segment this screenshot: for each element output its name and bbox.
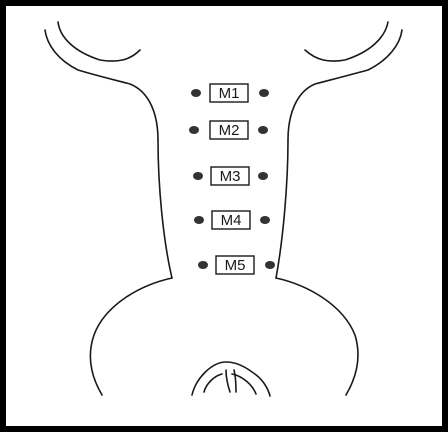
left-dot bbox=[189, 126, 199, 134]
right-dot bbox=[258, 172, 268, 180]
right-dot bbox=[260, 216, 270, 224]
point-label: M3 bbox=[220, 168, 241, 185]
right-dot bbox=[258, 126, 268, 134]
left-dot bbox=[191, 89, 201, 97]
left-dot bbox=[198, 261, 208, 269]
point-label: M4 bbox=[221, 212, 242, 229]
point-label: M2 bbox=[219, 122, 240, 139]
point-label: M5 bbox=[225, 257, 246, 274]
point-label: M1 bbox=[219, 85, 240, 102]
right-dot bbox=[265, 261, 275, 269]
right-dot bbox=[259, 89, 269, 97]
left-dot bbox=[193, 172, 203, 180]
left-dot bbox=[194, 216, 204, 224]
